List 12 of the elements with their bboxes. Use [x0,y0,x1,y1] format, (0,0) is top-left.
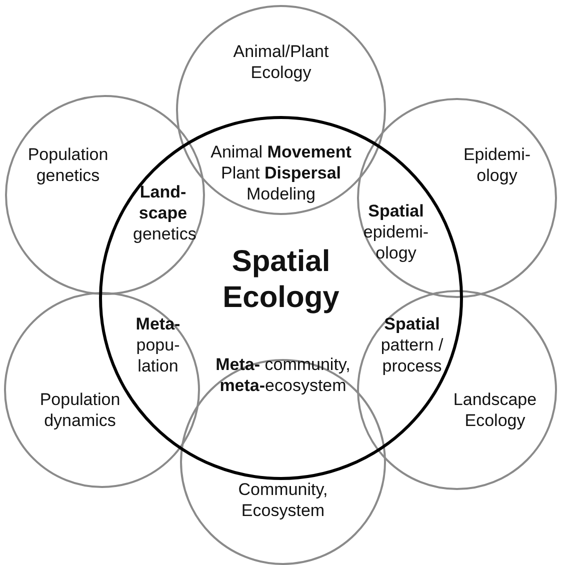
overlap-label: Meta- popu- lation [134,314,182,376]
circle-label: Population genetics [26,144,110,186]
overlap-label: Meta- community, meta-ecosystem [214,354,352,396]
circle-label: Community, Ecosystem [237,479,329,521]
circle-label: Population dynamics [38,389,122,431]
circle-label: Animal/Plant Ecology [232,41,330,83]
circle-label: Epidemi- ology [462,144,532,186]
overlap-label: Spatial pattern / process [380,314,444,376]
circle-label: Landscape Ecology [452,389,538,431]
center-title: Spatial Ecology [222,244,340,316]
overlap-label: Animal Movement Plant Dispersal Modeling [210,142,352,204]
overlap-label: Spatial epidemi- ology [362,200,430,264]
